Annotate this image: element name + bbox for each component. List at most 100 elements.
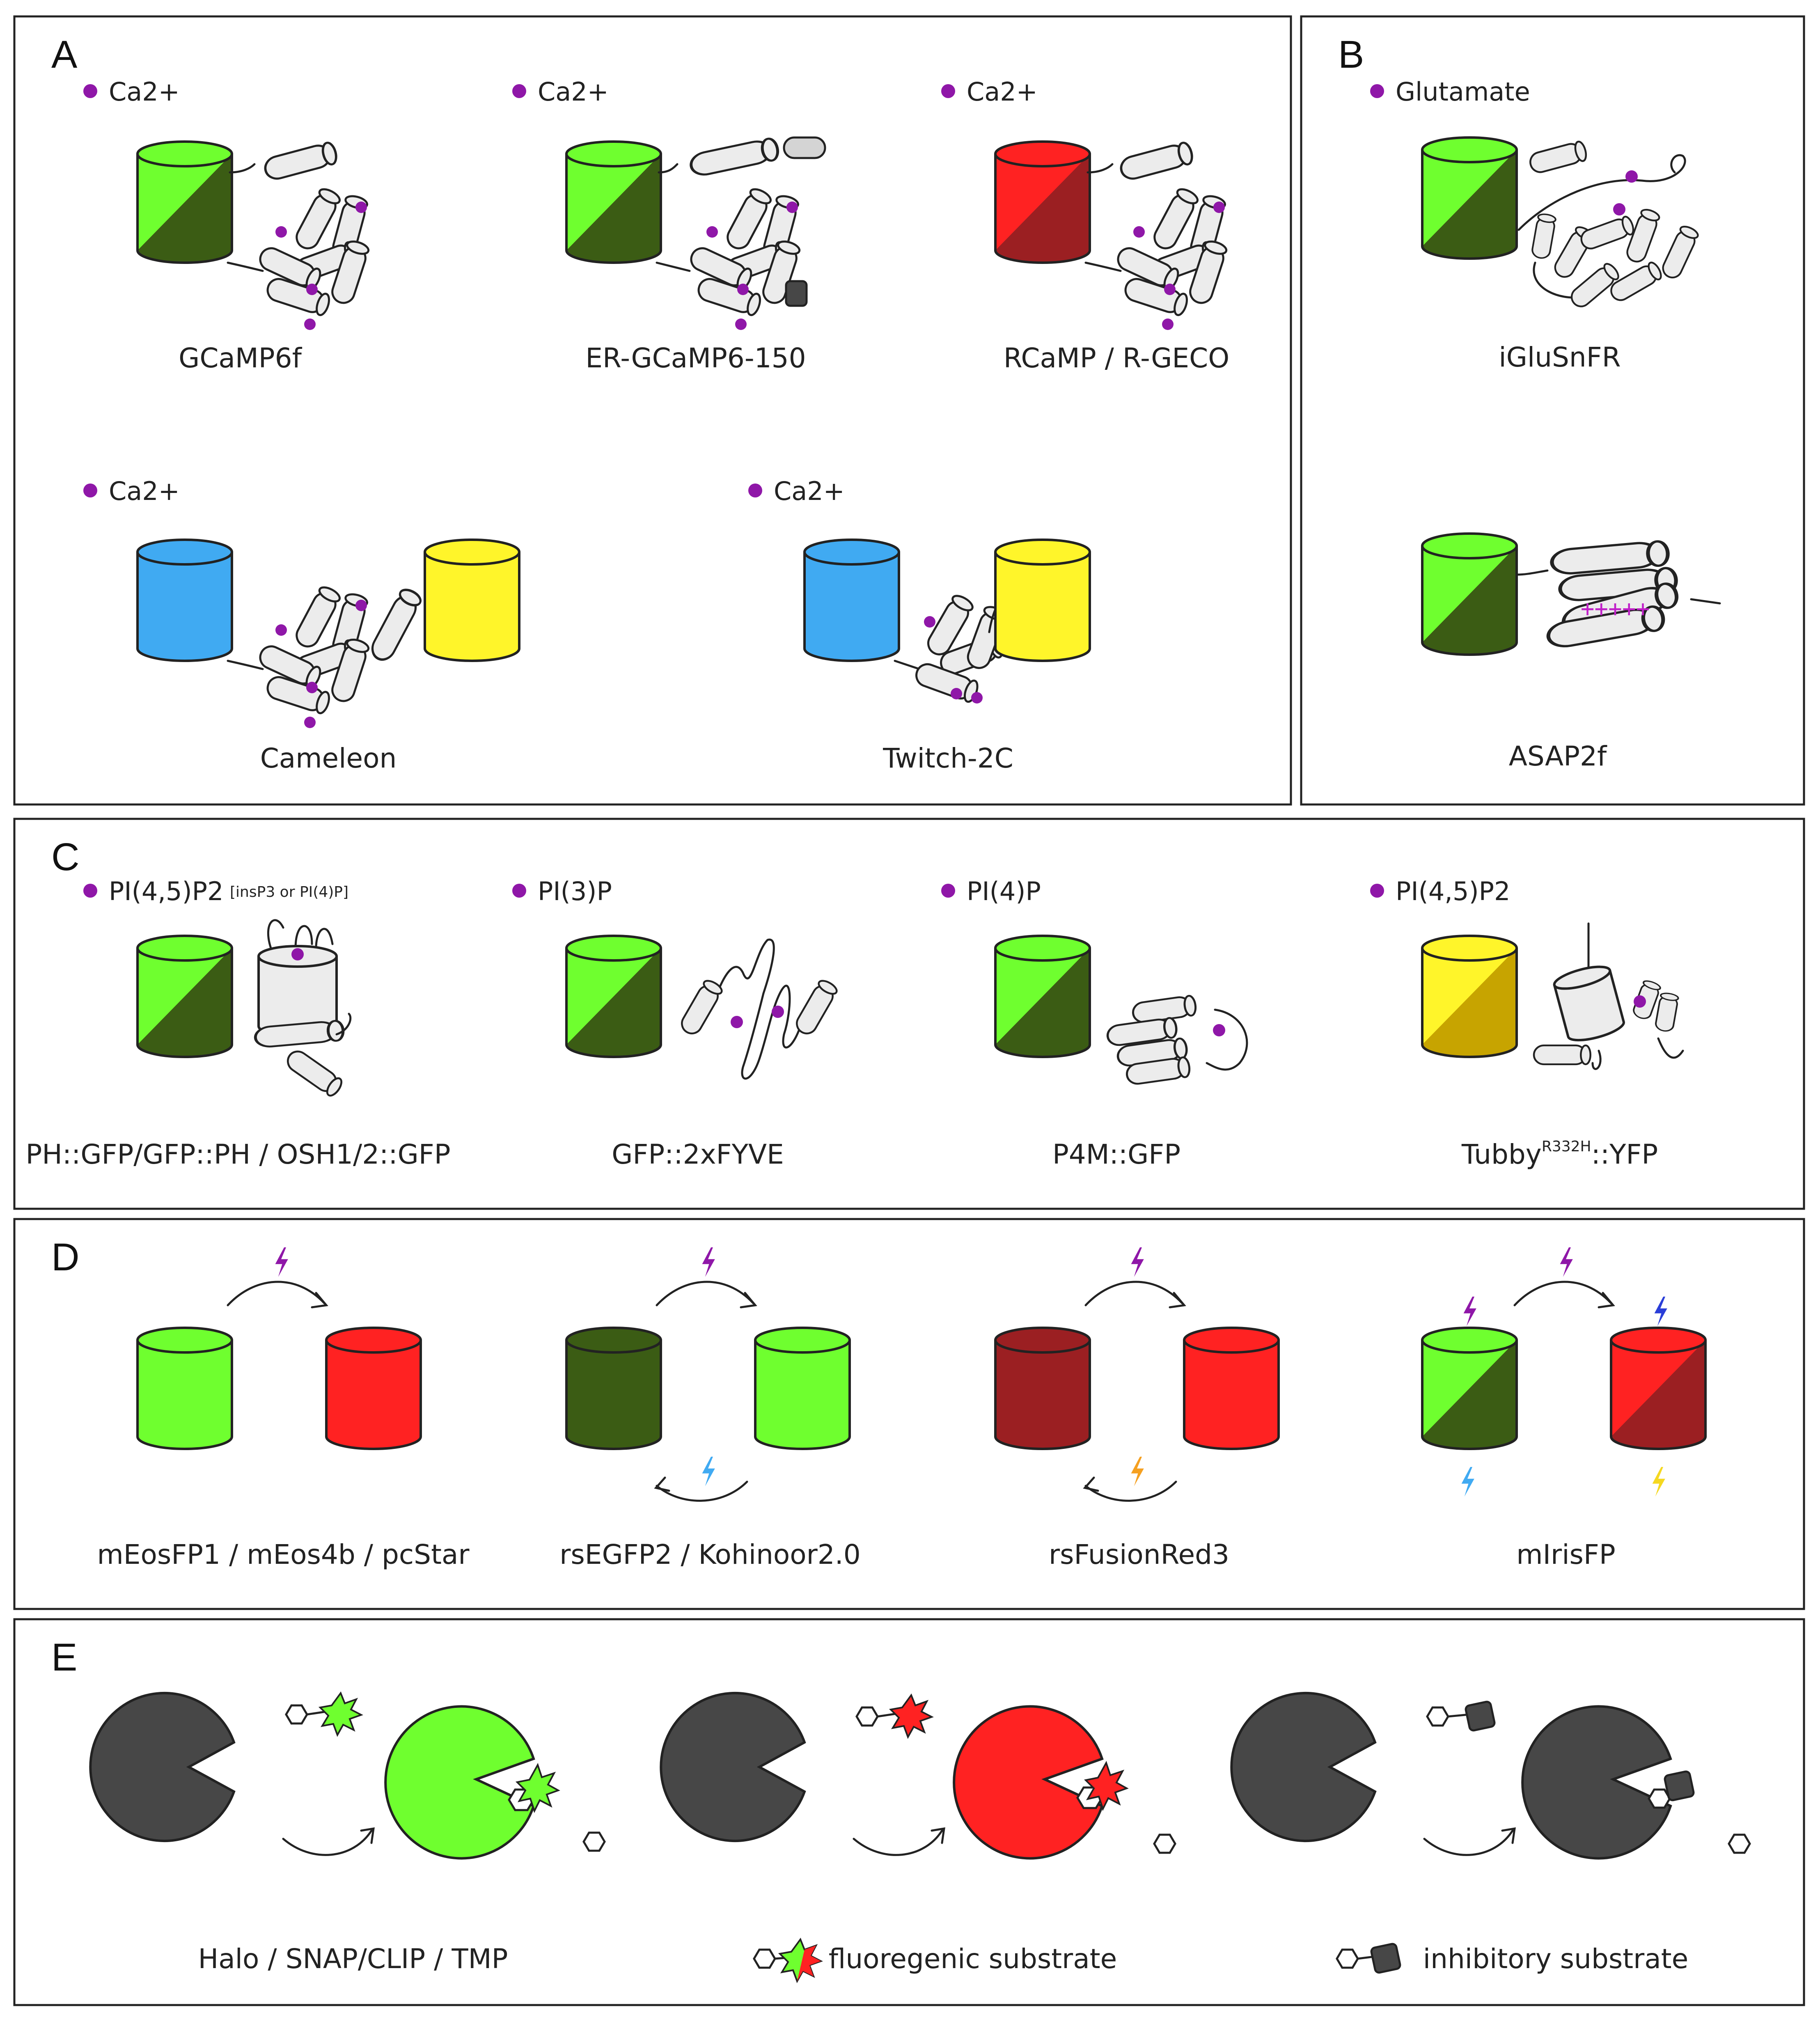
ligand-dot <box>512 884 526 898</box>
sensor-label: RCaMP / R-GECO <box>1004 342 1229 374</box>
sensor-label: ER-GCaMP6-150 <box>585 342 806 374</box>
ligand-extra-label: [insP3 or PI(4)P] <box>230 884 348 901</box>
sensor-p4m-gfp: PI(4)P P4M::GFP <box>941 876 1248 1170</box>
ligand-dot <box>941 84 955 98</box>
calmodulin-domain <box>257 584 370 728</box>
legend-fluorogenic: fluoregenic substrate <box>753 1937 1117 1983</box>
ligand-dot <box>1370 84 1384 98</box>
ligand-dot <box>83 484 97 497</box>
panel-a: Ca2+ GCaMP6f Ca2+ <box>83 77 1229 774</box>
ph-domain <box>254 919 352 1098</box>
blue-light-bolt <box>1461 1467 1474 1496</box>
sensor-gfp-2xfyve: PI(3)P GFP::2xFYVE <box>512 876 839 1170</box>
p4m-domain <box>1106 995 1248 1085</box>
photoswitch-rsfusionred3: rsFusionRed3 <box>994 1247 1280 1570</box>
fp-barrel <box>565 140 662 264</box>
photoswitch-rsegfp2: rsEGFP2 / Kohinoor2.0 <box>559 1247 861 1570</box>
ligand-label: Ca2+ <box>967 77 1038 107</box>
enzyme-unlabeled <box>660 1692 806 1842</box>
ligand-label: PI(4,5)P2 <box>109 876 223 906</box>
panel-c-letter: C <box>51 835 80 879</box>
conversion-arrow <box>227 1281 325 1306</box>
violet-light-bolt <box>1560 1247 1573 1277</box>
panel-e: Halo / SNAP/CLIP / TMP fluoregenic subst… <box>89 1691 1751 1983</box>
fp-barrel-yfp <box>424 539 520 662</box>
photoconversion-mirisfp: mIrisFP <box>1421 1247 1707 1570</box>
ligand-label: PI(3)P <box>538 876 612 906</box>
self-labeling-green: Halo / SNAP/CLIP / TMP <box>89 1691 606 1975</box>
ligand-label: PI(4,5)P2 <box>1396 876 1510 906</box>
enzyme-labeled-red <box>953 1705 1104 1860</box>
ligand-dot <box>1370 884 1384 898</box>
released-leaving-group-icon <box>1728 1833 1751 1854</box>
enzyme-labeled-inhibited <box>1521 1705 1672 1860</box>
fp-barrel <box>994 935 1091 1058</box>
panel-b: Glutamate iGluSnFR <box>1370 77 1721 772</box>
fp-label: rsFusionRed3 <box>1049 1539 1229 1570</box>
sensor-gcamp6f: Ca2+ GCaMP6f <box>83 77 370 374</box>
panel-b-letter: B <box>1338 33 1364 76</box>
legend-inhibitory: inhibitory substrate <box>1336 1943 1688 1975</box>
inhibitor-square-icon <box>1465 1700 1496 1732</box>
panel-a-frame <box>13 15 1292 806</box>
blue-light-bolt <box>702 1457 715 1486</box>
er-signal-tag <box>785 280 808 307</box>
inhibitor-square-icon <box>1370 1943 1401 1974</box>
sensor-ph-gfp: PI(4,5)P2 [insP3 or PI(4)P] PH::GFP/GFP:… <box>25 876 450 1170</box>
panel-a-letter: A <box>51 33 78 76</box>
er-retention-cap <box>783 136 826 159</box>
calmodulin-domain <box>688 186 801 330</box>
sensor-er-gcamp6-150: Ca2+ ER-GCaMP6-150 <box>512 77 826 374</box>
panel-e-letter: E <box>51 1636 77 1679</box>
sensor-cameleon: Ca2+ Cameleon <box>83 476 520 774</box>
enzyme-label: Halo / SNAP/CLIP / TMP <box>198 1943 508 1975</box>
sensor-tubby-yfp: PI(4,5)P2 TubbyR332H::YFP <box>1370 876 1684 1170</box>
ligand-label: Ca2+ <box>109 77 180 107</box>
voltage-sensing-domain: +++++ <box>1515 541 1721 649</box>
fp-barrel-cfp <box>803 539 900 662</box>
blue-light-bolt <box>1654 1297 1667 1326</box>
sensor-label: iGluSnFR <box>1499 341 1621 373</box>
fp-label: mEosFP1 / mEos4b / pcStar <box>97 1539 470 1570</box>
released-leaving-group-icon <box>582 1831 606 1852</box>
label-tail: ::YFP <box>1591 1139 1658 1170</box>
ligand-dot <box>512 84 526 98</box>
label-superscript: R332H <box>1542 1138 1591 1155</box>
photoconversion-meos: mEosFP1 / mEos4b / pcStar <box>97 1247 470 1570</box>
ligand-label: PI(4)P <box>967 876 1041 906</box>
ligand-label: Ca2+ <box>774 476 845 506</box>
fp-barrel-cfp <box>136 539 233 662</box>
fp-barrel <box>1421 532 1518 656</box>
sensor-label: GFP::2xFYVE <box>612 1139 784 1170</box>
label-main: Tubby <box>1461 1139 1542 1170</box>
fp-barrel <box>994 140 1091 264</box>
red-fluorophore-icon <box>889 1693 934 1739</box>
panel-e-frame <box>13 1618 1805 2006</box>
violet-light-bolt <box>275 1247 288 1277</box>
violet-light-bolt <box>702 1247 715 1277</box>
yellow-light-bolt <box>1652 1467 1665 1496</box>
fp-barrel-yfp <box>994 539 1091 662</box>
panel-d: mEosFP1 / mEos4b / pcStar rsEGFP2 / Kohi… <box>97 1247 1707 1570</box>
panel-d-letter: D <box>51 1235 80 1279</box>
sensor-rcamp: Ca2+ RCaMP / R-GECO <box>941 77 1229 374</box>
ligand-label: Ca2+ <box>538 77 609 107</box>
sensor-twitch-2c: Ca2+ Twitch-2C <box>748 476 1091 774</box>
ligand-dot <box>941 884 955 898</box>
tubby-domain <box>1534 922 1684 1070</box>
self-labeling-inhibitory: inhibitory substrate <box>1230 1692 1751 1975</box>
troponin-domain <box>913 593 1007 704</box>
fp-barrel <box>1421 136 1518 260</box>
fp-barrel <box>565 935 662 1058</box>
fp-barrel <box>1421 935 1518 1058</box>
enzyme-labeled-green <box>384 1705 535 1860</box>
enzyme-unlabeled <box>1230 1692 1377 1842</box>
ligand-label: Glutamate <box>1396 77 1530 107</box>
fp-label: rsEGFP2 / Kohinoor2.0 <box>559 1539 861 1570</box>
ligand-dot <box>83 884 97 898</box>
sensor-label: ASAP2f <box>1509 740 1607 772</box>
violet-light-bolt <box>1463 1297 1476 1326</box>
fp-barrel <box>136 140 233 264</box>
charge-symbols: +++++ <box>1581 596 1650 622</box>
